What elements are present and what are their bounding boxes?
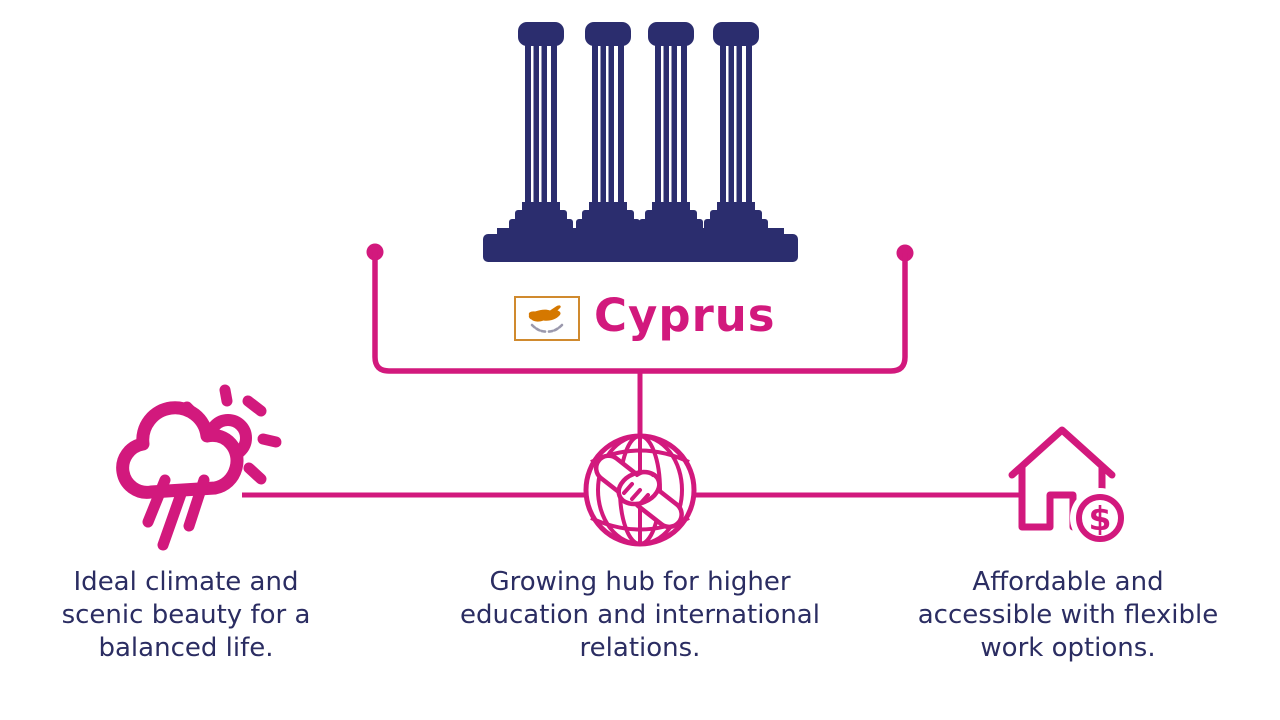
- bracket-left-dot: [366, 243, 384, 261]
- cloud-icon: [116, 401, 244, 499]
- house-dollar-icon: $: [1008, 426, 1130, 548]
- globe-handshake-icon: [583, 433, 697, 547]
- sun-rain-cloud-icon: [116, 384, 282, 551]
- cyprus-island-shape: [528, 305, 561, 322]
- cyprus-flag-art: [528, 305, 564, 333]
- rain-drops: [142, 474, 210, 551]
- feature-caption-affordability: Affordable and accessible with flexible …: [917, 567, 1219, 663]
- cyprus-flag-icon: [514, 296, 580, 341]
- dollar-sign: $: [1089, 499, 1112, 538]
- feature-caption-climate: Ideal climate and scenic beauty for a ba…: [61, 567, 311, 663]
- greek-columns-icon: [483, 22, 798, 262]
- bracket-right-dot: [896, 244, 914, 262]
- olive-branches: [530, 323, 564, 333]
- dollar-badge-circle: [1076, 494, 1124, 542]
- feature-caption-education: Growing hub for higher education and int…: [460, 567, 820, 663]
- country-title: Cyprus: [594, 289, 776, 342]
- handshake: [593, 453, 684, 530]
